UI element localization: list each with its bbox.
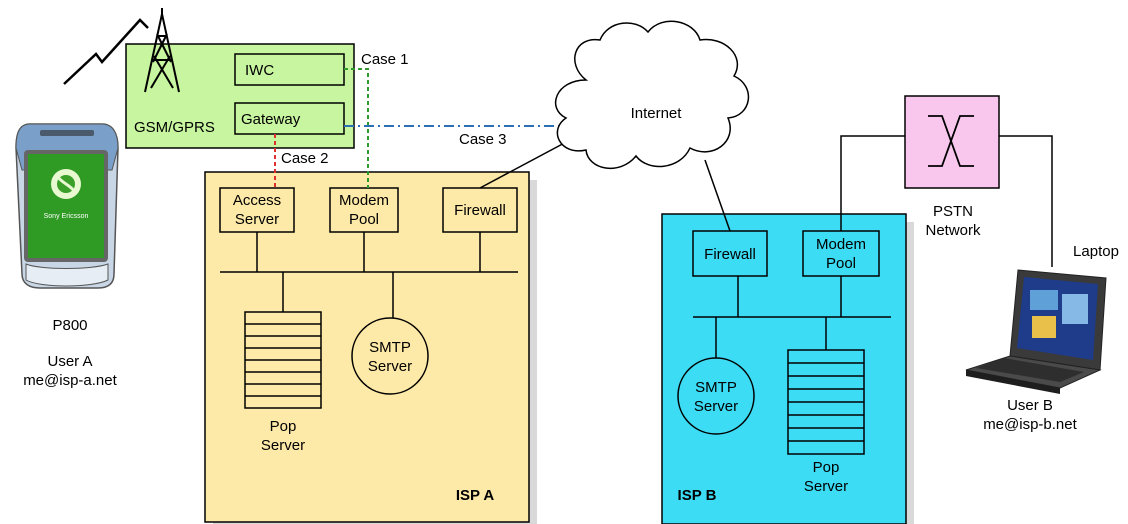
gateway-box [234, 102, 345, 135]
isp-a-modem-pool-label-2: Pool [349, 211, 379, 228]
laptop-icon [965, 269, 1107, 394]
isp-a-modem-pool-label-1: Modem [339, 192, 389, 209]
pstn-label-2: Network [925, 222, 981, 239]
access-server-label-2: Server [235, 211, 279, 228]
user-b-label: User B [1007, 397, 1053, 414]
isp-b-modem-pool-label-2: Pool [826, 255, 856, 272]
antenna-tower-icon [144, 8, 180, 93]
case1-label: Case 1 [361, 51, 409, 68]
isp-a-internet-link [479, 139, 571, 189]
isp-b-modem-pool-box [802, 230, 880, 277]
case2-label: Case 2 [281, 150, 329, 167]
gsm-title: GSM/GPRS [134, 119, 215, 136]
phone-model-label: P800 [52, 317, 87, 334]
internet-label: Internet [631, 105, 683, 122]
isp-b-pop-server-stack [787, 349, 865, 455]
gsm-group: GSM/GPRS IWC Gateway [125, 8, 355, 149]
pstn-laptop-link [999, 135, 1053, 267]
isp-a-smtp-server [351, 317, 429, 395]
access-server-label-1: Access [233, 192, 281, 209]
pstn-label-1: PSTN [933, 203, 973, 220]
isp-a-group: ISP A Access Server Modem Pool Firewall … [204, 171, 537, 524]
isp-b-smtp-server [677, 357, 755, 435]
radio-signal-icon [63, 18, 149, 85]
isp-b-group: ISP B Firewall Modem Pool SMTP Server Po… [661, 213, 914, 524]
isp-a-pop-server-stack [244, 311, 322, 409]
isp-a-smtp-label-1: SMTP [369, 339, 411, 356]
isp-b-firewall-box [692, 230, 768, 277]
gateway-label: Gateway [241, 111, 301, 128]
user-a-email: me@isp-a.net [23, 372, 117, 389]
access-server-box [219, 187, 295, 233]
case1-link [344, 68, 369, 188]
isp-b-firewall-label: Firewall [704, 246, 756, 263]
isp-b-pop-label-1: Pop [813, 459, 840, 476]
isp-b-internet-link [704, 159, 731, 232]
isp-b-smtp-label-2: Server [694, 398, 738, 415]
isp-b-smtp-label-1: SMTP [695, 379, 737, 396]
isp-a-title: ISP A [456, 487, 495, 504]
pstn-switch-icon [928, 115, 974, 167]
isp-b-modem-pool-label-1: Modem [816, 236, 866, 253]
user-b-email: me@isp-b.net [983, 416, 1077, 433]
isp-a-pop-label-2: Server [261, 437, 305, 454]
iwc-label: IWC [245, 62, 274, 79]
phone-icon [15, 123, 119, 289]
case3-label: Case 3 [459, 131, 507, 148]
isp-a-firewall-label: Firewall [454, 202, 506, 219]
isp-b-title: ISP B [678, 487, 717, 504]
isp-a-smtp-label-2: Server [368, 358, 412, 375]
internet-cloud-icon [555, 20, 750, 170]
iwc-box [234, 53, 345, 86]
laptop-label: Laptop [1073, 243, 1119, 260]
phone-brand-label: Sony Ericsson [44, 213, 89, 220]
isp-a-pop-label-1: Pop [270, 418, 297, 435]
modem-pstn-link [840, 135, 905, 231]
isp-a-modem-pool-box [329, 187, 399, 233]
isp-b-pop-label-2: Server [804, 478, 848, 495]
user-a-label: User A [47, 353, 92, 370]
